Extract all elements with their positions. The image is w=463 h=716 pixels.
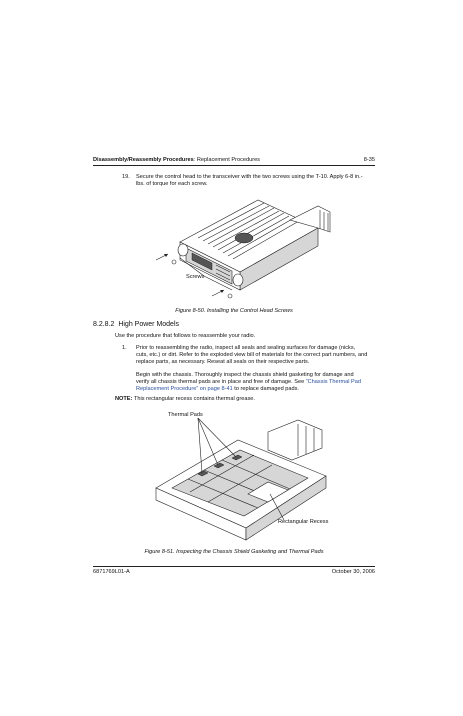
header-page-number: 8-35 <box>363 157 375 163</box>
note-text: This rectangular recess contains thermal… <box>133 396 255 402</box>
note: NOTE: This rectangular recess contains t… <box>115 396 370 403</box>
figure50-callout-screws: Screws <box>186 274 205 280</box>
figure51-callout-pads: Thermal Pads <box>168 412 203 418</box>
header-section-bold: Disassembly/Reassembly Procedures <box>93 157 194 163</box>
footer-date: October 30, 2006 <box>331 569 375 575</box>
section-title: High Power Models <box>118 321 180 328</box>
footer-doc-number: 6871769L01-A <box>93 569 130 575</box>
step1-para2-lead: Begin with the chassis. Thoroughly inspe… <box>136 372 354 386</box>
thermal-pad-procedure-link[interactable]: “Chassis Thermal Pad Replacement Procedu… <box>136 379 362 393</box>
step19-text: Secure the control head to the transceiv… <box>136 174 363 188</box>
step1-number: 1. <box>122 345 127 351</box>
header-rule <box>93 165 375 166</box>
figure-51-illustration <box>155 418 327 541</box>
footer-rule <box>93 566 375 567</box>
step1-para2-tail: to replace damaged pads. <box>232 386 299 393</box>
section-intro: Use the procedure that follows to reasse… <box>115 333 256 339</box>
figure51-callout-recess: Rectangular Recess <box>278 519 329 525</box>
section-heading: 8.2.8.2 High Power Models <box>93 321 179 328</box>
figure50-caption: Figure 8-50. Installing the Control Head… <box>175 308 293 314</box>
figure51-caption: Figure 8-51. Inspecting the Chassis Shie… <box>144 549 324 555</box>
figure-50-illustration <box>155 199 331 299</box>
step1-para2: Begin with the chassis. Thoroughly inspe… <box>136 372 368 394</box>
step19-number: 19. <box>122 174 130 180</box>
section-number: 8.2.8.2 <box>93 321 115 328</box>
step1-para1: Prior to reassembling the radio, inspect… <box>136 345 368 366</box>
header-section-rest: : Replacement Procedures <box>193 157 260 163</box>
note-label: NOTE: <box>115 396 133 402</box>
page-header: Disassembly/Reassembly Procedures: Repla… <box>93 157 375 164</box>
